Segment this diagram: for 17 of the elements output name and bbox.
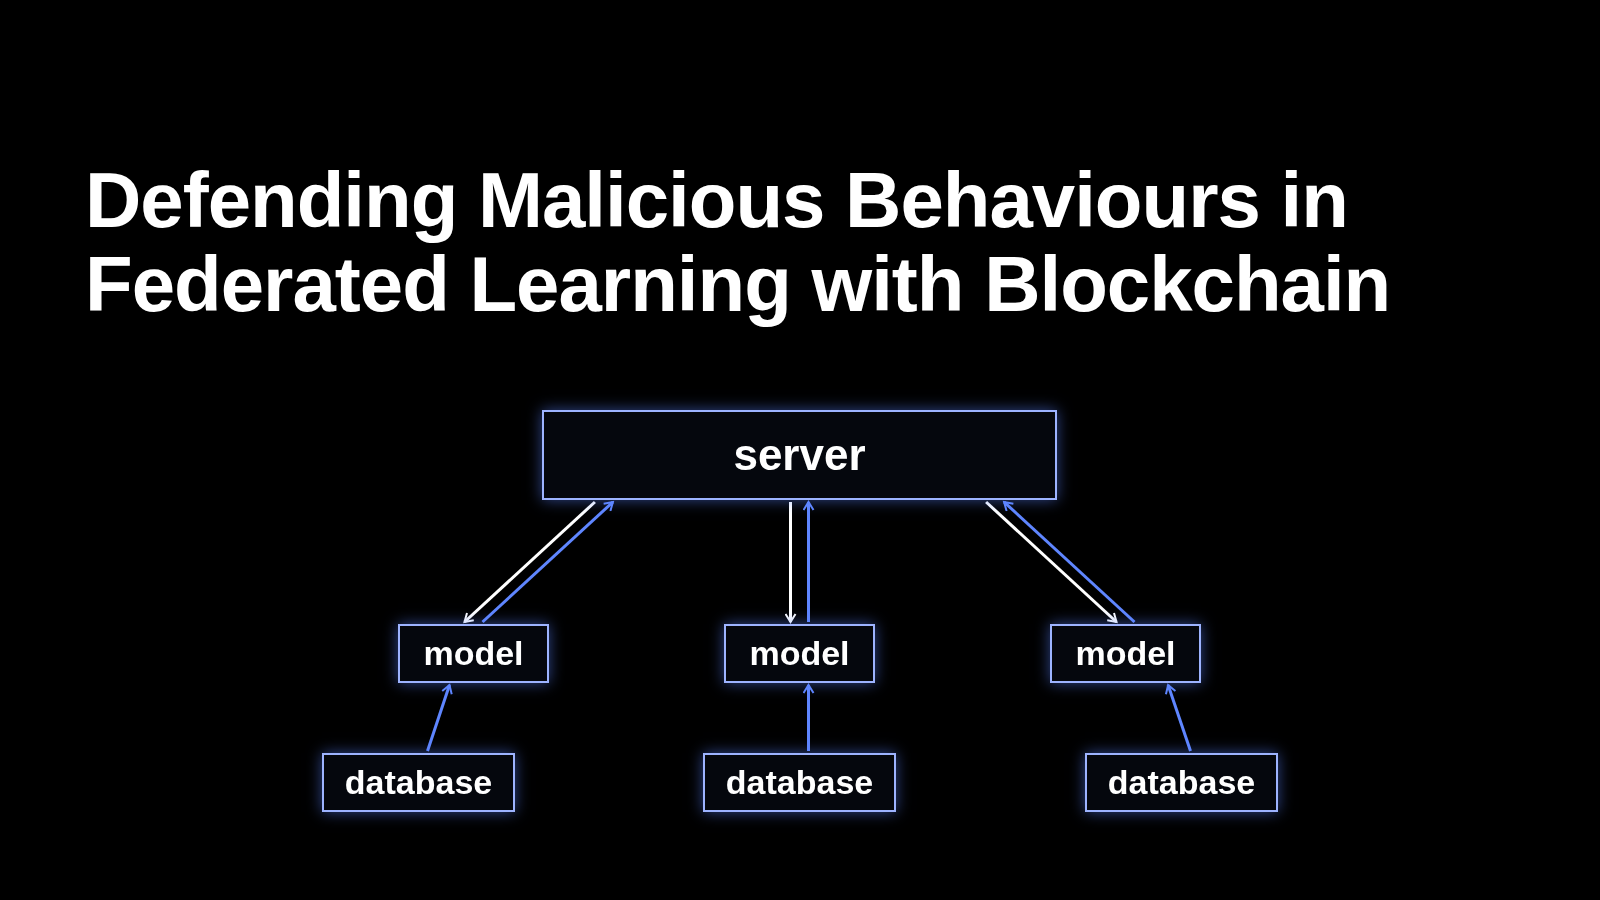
- arrow: [802, 501, 815, 622]
- title: Defending Malicious Behaviours in Federated Learning with Blockchain: [85, 158, 1392, 326]
- process-box: database: [1085, 753, 1278, 812]
- arrow: [481, 500, 614, 624]
- server-box: server: [542, 410, 1057, 500]
- arrow: [1164, 684, 1192, 752]
- arrow: [1003, 500, 1136, 624]
- process-box: model: [398, 624, 549, 683]
- arrow: [463, 500, 596, 624]
- process-box: database: [703, 753, 896, 812]
- process-box: model: [1050, 624, 1201, 683]
- process-box: database: [322, 753, 515, 812]
- arrow: [426, 684, 453, 752]
- process-box: model: [724, 624, 875, 683]
- arrow: [802, 684, 815, 751]
- arrow: [985, 500, 1118, 624]
- arrow: [784, 502, 797, 623]
